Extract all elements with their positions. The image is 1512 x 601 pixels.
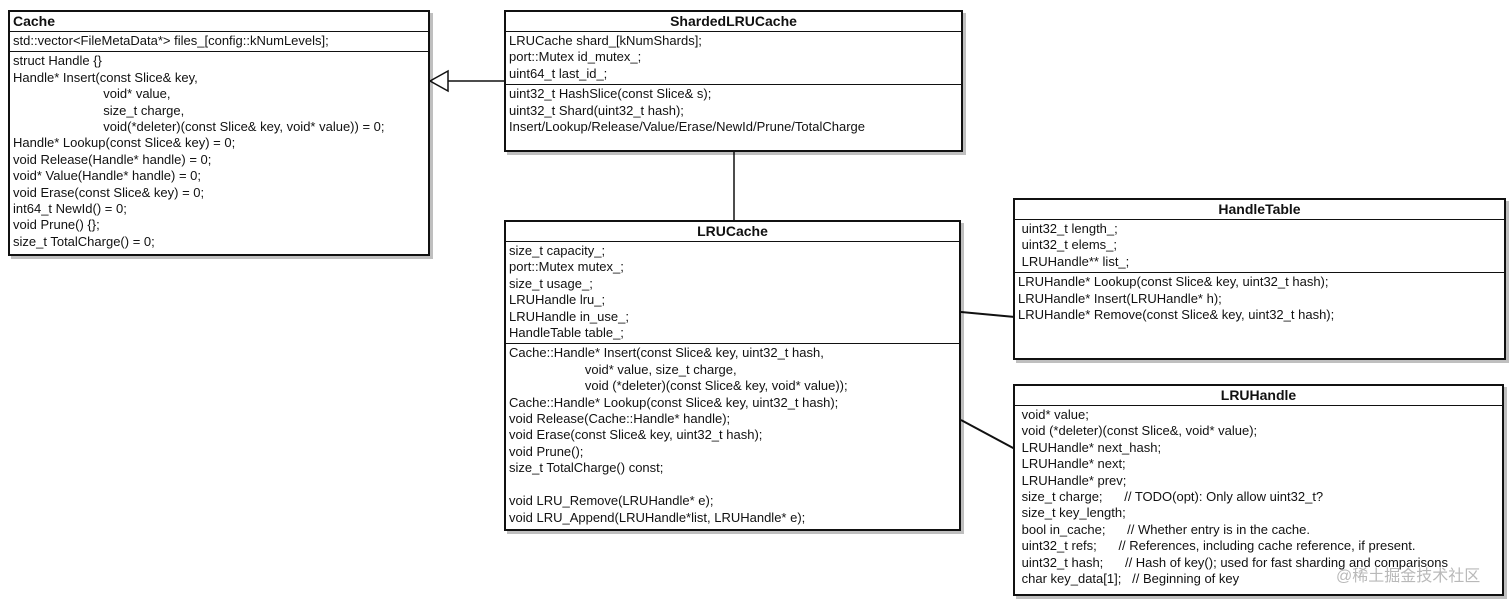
lrucache-handletable-association	[960, 311, 1016, 318]
sharded-attribute: uint64_t last_id_;	[509, 65, 608, 81]
lrucache-method: void Erase(const Slice& key, uint32_t ha…	[509, 427, 763, 443]
handle-table-title: HandleTable	[1015, 200, 1504, 220]
sharded-lru-cache-class-box: ShardedLRUCache LRUCache shard_[kNumShar…	[504, 10, 963, 152]
cache-method: void* value,	[13, 86, 171, 102]
handle-table-methods: LRUHandle* Lookup(const Slice& key, uint…	[1015, 273, 1504, 325]
sharded-method: uint32_t HashSlice(const Slice& s);	[509, 86, 712, 102]
cache-method: Handle* Insert(const Slice& key,	[13, 69, 198, 85]
lrucache-lruhandle-association	[960, 419, 1016, 450]
lrucache-attribute: size_t capacity_;	[509, 243, 606, 258]
sharded-attribute: LRUCache shard_[kNumShards];	[509, 33, 702, 48]
cache-method: int64_t NewId() = 0;	[13, 201, 127, 217]
handletable-method: LRUHandle* Remove(const Slice& key, uint…	[1018, 307, 1335, 323]
lruhandle-attribute: LRUHandle* next_hash;	[1018, 439, 1162, 455]
cache-method: size_t charge,	[13, 102, 185, 118]
sharded-attribute: port::Mutex id_mutex_;	[509, 49, 642, 65]
cache-method: void* Value(Handle* handle) = 0;	[13, 168, 202, 184]
cache-class-title: Cache	[10, 12, 428, 32]
lru-cache-methods: Cache::Handle* Insert(const Slice& key, …	[506, 344, 959, 527]
sharded-lru-cache-methods: uint32_t HashSlice(const Slice& s); uint…	[506, 85, 961, 137]
lrucache-attribute: LRUHandle in_use_;	[509, 308, 629, 324]
handletable-attribute: LRUHandle** list_;	[1018, 253, 1130, 269]
lrucache-method: Cache::Handle* Insert(const Slice& key, …	[509, 345, 824, 361]
cache-attributes: std::vector<FileMetaData*> files_[config…	[10, 32, 428, 53]
lrucache-attribute: LRUHandle lru_;	[509, 292, 606, 308]
lrucache-attribute: size_t usage_;	[509, 275, 593, 291]
lruhandle-attribute: LRUHandle* next;	[1018, 456, 1126, 472]
lruhandle-attribute: char key_data[1]; // Beginning of key	[1018, 571, 1240, 587]
lruhandle-attribute: uint32_t refs; // References, including …	[1018, 538, 1416, 554]
lrucache-method: size_t TotalCharge() const;	[509, 460, 664, 476]
handletable-method: LRUHandle* Insert(LRUHandle* h);	[1018, 290, 1222, 306]
lrucache-method	[509, 477, 956, 493]
cache-method: void(*deleter)(const Slice& key, void* v…	[13, 119, 385, 135]
lrucache-method: void Prune();	[509, 443, 584, 459]
cache-method: void Erase(const Slice& key) = 0;	[13, 184, 205, 200]
handletable-attribute: uint32_t elems_;	[1018, 237, 1118, 253]
sharded-method: uint32_t Shard(uint32_t hash);	[509, 102, 684, 118]
lrucache-attribute: HandleTable table_;	[509, 325, 624, 341]
lrucache-attribute: port::Mutex mutex_;	[509, 259, 624, 275]
sharded-lru-cache-title: ShardedLRUCache	[506, 12, 961, 32]
lruhandle-attribute: bool in_cache; // Whether entry is in th…	[1018, 521, 1310, 537]
lru-handle-attributes: void* value; void (*deleter)(const Slice…	[1015, 406, 1502, 589]
lrucache-method: Cache::Handle* Lookup(const Slice& key, …	[509, 394, 839, 410]
cache-method: void Release(Handle* handle) = 0;	[13, 151, 212, 167]
lru-handle-class-box: LRUHandle void* value; void (*deleter)(c…	[1013, 384, 1504, 596]
lruhandle-attribute: LRUHandle* prev;	[1018, 472, 1127, 488]
lrucache-method: void Release(Cache::Handle* handle);	[509, 411, 731, 427]
lruhandle-attribute: void* value;	[1018, 407, 1089, 422]
cache-method: Handle* Lookup(const Slice& key) = 0;	[13, 135, 236, 151]
sharded-lru-cache-attributes: LRUCache shard_[kNumShards]; port::Mutex…	[506, 32, 961, 86]
lruhandle-attribute: size_t charge; // TODO(opt): Only allow …	[1018, 489, 1324, 505]
lruhandle-attribute: void (*deleter)(const Slice&, void* valu…	[1018, 423, 1258, 439]
handle-table-attributes: uint32_t length_; uint32_t elems_; LRUHa…	[1015, 220, 1504, 274]
handletable-attribute: uint32_t length_;	[1018, 221, 1118, 236]
cache-method: struct Handle {}	[13, 53, 102, 69]
lrucache-method: void* value, size_t charge,	[509, 361, 737, 377]
lruhandle-attribute: uint32_t hash; // Hash of key(); used fo…	[1018, 554, 1448, 570]
lrucache-method: void (*deleter)(const Slice& key, void* …	[509, 378, 848, 394]
cache-class-box: Cache std::vector<FileMetaData*> files_[…	[8, 10, 430, 256]
cache-method: size_t TotalCharge() = 0;	[13, 233, 155, 249]
lruhandle-attribute: size_t key_length;	[1018, 505, 1126, 521]
lru-cache-title: LRUCache	[506, 222, 959, 242]
cache-method: void Prune() {};	[13, 217, 100, 233]
sharded-method: Insert/Lookup/Release/Value/Erase/NewId/…	[509, 119, 866, 135]
cache-methods: struct Handle {} Handle* Insert(const Sl…	[10, 52, 428, 252]
source-watermark: @稀土掘金技术社区	[1336, 568, 1481, 585]
lru-cache-attributes: size_t capacity_; port::Mutex mutex_; si…	[506, 242, 959, 345]
cache-attribute: std::vector<FileMetaData*> files_[config…	[13, 33, 329, 48]
lrucache-method: void LRU_Remove(LRUHandle* e);	[509, 493, 714, 509]
handletable-method: LRUHandle* Lookup(const Slice& key, uint…	[1018, 274, 1329, 290]
lru-handle-title: LRUHandle	[1015, 386, 1502, 406]
handle-table-class-box: HandleTable uint32_t length_; uint32_t e…	[1013, 198, 1506, 360]
lrucache-method: void LRU_Append(LRUHandle*list, LRUHandl…	[509, 509, 806, 525]
lru-cache-class-box: LRUCache size_t capacity_; port::Mutex m…	[504, 220, 961, 531]
inheritance-arrow-icon	[428, 69, 449, 93]
